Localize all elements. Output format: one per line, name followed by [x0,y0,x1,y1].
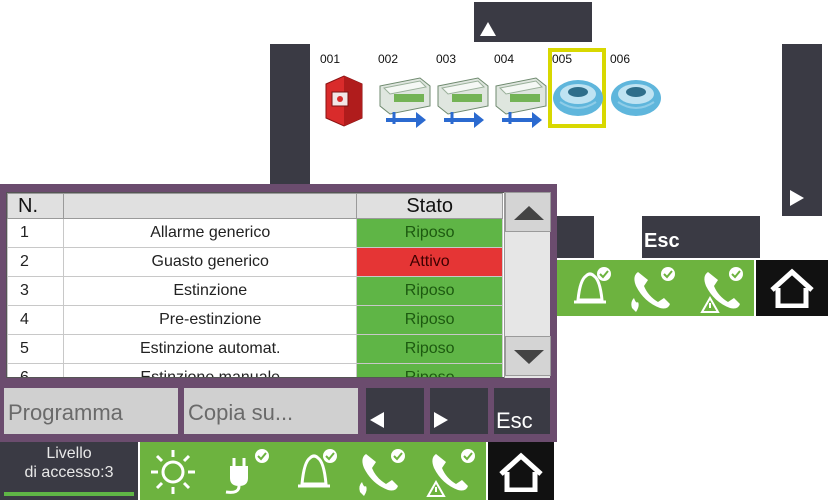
arrow-right-icon [434,412,448,428]
esc-button[interactable]: Esc [642,216,760,258]
row-state: Riposo [356,334,503,364]
scroll-up-button[interactable] [474,2,592,42]
selection-frame[interactable] [548,48,606,128]
row-number: 1 [7,218,65,248]
row-number: 3 [7,276,65,306]
table-row[interactable]: 5 Estinzione automat. Riposo [7,334,503,364]
table-row[interactable]: 1 Allarme generico Riposo [7,218,503,248]
home-icon [499,452,543,492]
column-header-state: Stato [356,193,503,219]
program-button[interactable]: Programma [4,388,178,434]
row-state: Riposo [356,218,503,248]
row-number: 2 [7,247,65,277]
row-name: Allarme generico [63,218,358,248]
row-name: Estinzione automat. [63,334,358,364]
bell-check-icon[interactable] [564,264,612,310]
phone-warning-check-icon[interactable] [694,264,746,314]
io-module-icon[interactable] [434,72,490,128]
arrow-up-icon [480,22,496,36]
scroll-up-button[interactable] [505,192,551,232]
sun-icon[interactable] [144,448,202,496]
table-row[interactable]: 2 Guasto generico Attivo [7,247,503,277]
column-header-number: N. [7,193,65,219]
row-name: Estinzione manuale [63,363,358,377]
row-number: 4 [7,305,65,335]
home-button[interactable] [488,442,554,500]
arrow-right-icon [790,190,804,206]
device-006-label: 006 [610,52,631,66]
power-plug-check-icon[interactable] [214,446,274,496]
column-header-name [63,193,358,219]
row-name: Guasto generico [63,247,358,277]
scroll-down-button[interactable] [505,336,551,376]
phone-fire-check-icon[interactable] [626,264,678,314]
device-005-label: 005 [552,52,573,66]
smoke-detector-icon[interactable] [552,76,604,118]
row-number: 5 [7,334,65,364]
device-003-label: 003 [436,52,457,66]
scroll-right-button[interactable] [782,44,822,216]
arrow-left-icon [370,412,384,428]
table-row[interactable]: 3 Estinzione Riposo [7,276,503,306]
arrow-down-icon [514,350,544,364]
scroll-left-button[interactable] [270,44,310,184]
device-001-label: 001 [320,52,341,66]
row-state: Attivo [356,247,503,277]
device-004-label: 004 [494,52,515,66]
top-toolbar [556,260,754,316]
row-state: Riposo [356,276,503,306]
esc-button[interactable]: Esc [494,388,550,434]
access-level-line2: di accesso:3 [24,464,114,481]
access-level-indicator[interactable]: Livello di accesso:3 [0,442,138,500]
manual-call-point-icon[interactable] [320,70,366,128]
access-level-bar [4,492,134,496]
device-002-label: 002 [378,52,399,66]
arrow-up-icon [514,206,544,220]
row-name: Estinzione [63,276,358,306]
bell-check-icon[interactable] [288,446,342,494]
events-table: N. Stato 1 Allarme generico Riposo 2 Gua… [6,192,550,378]
background-button[interactable] [556,216,594,258]
smoke-detector-icon[interactable] [610,76,662,118]
access-level-line1: Livello [46,445,92,462]
table-scrollbar[interactable] [504,192,551,378]
next-button[interactable] [430,388,488,434]
row-state: Riposo [356,305,503,335]
row-number: 6 [7,363,65,377]
home-icon [770,268,814,308]
bottom-toolbar [140,442,486,500]
io-module-icon[interactable] [376,72,432,128]
table-row[interactable]: 4 Pre-estinzione Riposo [7,305,503,335]
io-module-icon[interactable] [492,72,548,128]
table-row[interactable]: 6 Estinzione manuale Riposo [7,363,503,377]
row-state: Riposo [356,363,503,377]
row-name: Pre-estinzione [63,305,358,335]
previous-button[interactable] [366,388,424,434]
home-button[interactable] [756,260,828,316]
phone-fire-check-icon[interactable] [354,446,410,498]
copy-to-button[interactable]: Copia su... [184,388,358,434]
phone-warning-check-icon[interactable] [422,446,480,498]
